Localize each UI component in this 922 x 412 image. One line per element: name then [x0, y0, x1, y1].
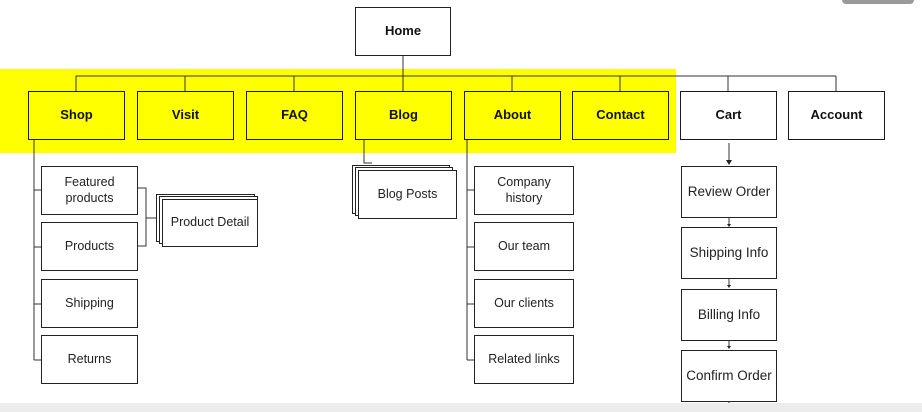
nav-account[interactable]: Account — [788, 91, 885, 140]
node-billing-info[interactable]: Billing Info — [681, 289, 777, 341]
node-products[interactable]: Products — [41, 222, 138, 271]
node-confirm-order[interactable]: Confirm Order — [681, 350, 777, 402]
nav-about[interactable]: About — [464, 91, 561, 140]
node-our-clients[interactable]: Our clients — [474, 279, 574, 328]
node-company-history[interactable]: Company history — [474, 166, 574, 215]
node-blog-posts[interactable]: Blog Posts — [358, 170, 457, 219]
corner-tab — [842, 0, 914, 4]
nav-faq[interactable]: FAQ — [246, 91, 343, 140]
nav-blog[interactable]: Blog — [355, 91, 452, 140]
node-product-detail[interactable]: Product Detail — [162, 199, 258, 247]
nav-contact[interactable]: Contact — [572, 91, 669, 140]
node-review-order[interactable]: Review Order — [681, 166, 777, 218]
window-bottom-bar — [0, 403, 922, 412]
nav-visit[interactable]: Visit — [137, 91, 234, 140]
node-our-team[interactable]: Our team — [474, 222, 574, 271]
node-returns[interactable]: Returns — [41, 335, 138, 384]
node-shipping-info[interactable]: Shipping Info — [681, 227, 777, 279]
home-node[interactable]: Home — [355, 7, 451, 56]
nav-cart[interactable]: Cart — [680, 91, 777, 140]
node-related-links[interactable]: Related links — [474, 335, 574, 384]
node-featured-products[interactable]: Featured products — [41, 166, 138, 215]
nav-shop[interactable]: Shop — [28, 91, 125, 140]
node-shipping[interactable]: Shipping — [41, 279, 138, 328]
